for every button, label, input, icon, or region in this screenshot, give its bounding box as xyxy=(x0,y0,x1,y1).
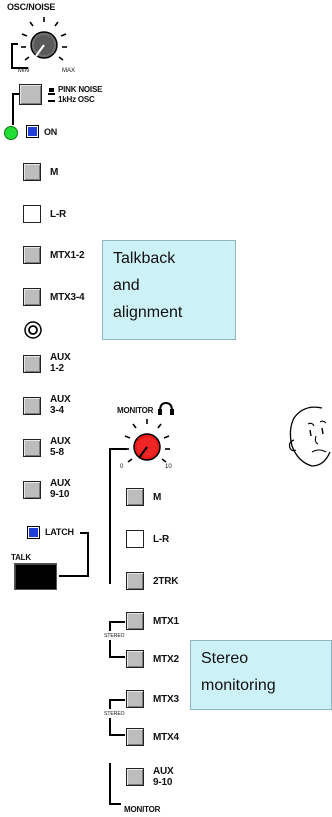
talk-aux1-2-button[interactable] xyxy=(23,355,41,373)
talk-label: TALK xyxy=(11,553,31,562)
monitor-mtx4-button[interactable] xyxy=(126,728,144,746)
talk-aux5-8-label: AUX 5-8 xyxy=(50,436,71,458)
divider-line xyxy=(109,803,121,805)
osc-switch-icon xyxy=(48,100,55,102)
divider-line xyxy=(87,532,89,577)
divider-line xyxy=(12,93,19,95)
divider-line xyxy=(109,699,125,701)
monitor-mtx1-label: MTX1 xyxy=(153,616,179,627)
divider-line xyxy=(109,621,111,631)
talk-mtx3-4-button[interactable] xyxy=(23,288,41,306)
face-doodle-icon xyxy=(288,406,331,467)
divider-line xyxy=(109,656,125,658)
divider-line xyxy=(109,718,111,736)
divider-line xyxy=(109,734,125,736)
monitor-min-label: 0 xyxy=(120,464,124,470)
latch-button[interactable] xyxy=(27,526,40,539)
divider-line xyxy=(109,448,111,584)
monitor-mtx3-label: MTX3 xyxy=(153,694,179,705)
monitor-aux9-10-label: AUX 9-10 xyxy=(153,766,174,788)
osc-1khz-label: 1kHz OSC xyxy=(58,95,95,104)
pink-noise-label: PINK NOISE xyxy=(58,85,103,94)
osc-on-led-indicator xyxy=(4,126,18,140)
talk-mtx3-4-label: MTX3-4 xyxy=(50,292,85,303)
divider-line xyxy=(109,640,111,658)
osc-min-label: MIN xyxy=(18,68,29,74)
talk-mtx1-2-button[interactable] xyxy=(23,246,41,264)
monitor-m-button[interactable] xyxy=(126,488,144,506)
talk-aux3-4-button[interactable] xyxy=(23,397,41,415)
monitor-m-label: M xyxy=(153,492,162,503)
monitor-lr-label: L-R xyxy=(153,534,170,545)
divider-line xyxy=(80,532,89,534)
talk-aux1-2-label: AUX 1-2 xyxy=(50,352,71,374)
monitor-2trk-label: 2TRK xyxy=(153,576,179,587)
osc-on-button[interactable] xyxy=(26,125,39,138)
divider-line xyxy=(59,575,89,577)
talk-m-button[interactable] xyxy=(23,163,41,181)
talk-aux9-10-button[interactable] xyxy=(23,481,41,499)
monitor-mtx1-button[interactable] xyxy=(126,612,144,630)
osc-noise-title: OSC/NOISE xyxy=(7,2,56,12)
monitor-max-label: 10 xyxy=(165,464,172,470)
talk-aux9-10-label: AUX 9-10 xyxy=(50,478,71,500)
monitor-lr-button[interactable] xyxy=(126,530,144,548)
stereo-label-mtx3-4: STEREO xyxy=(104,711,125,717)
pink-noise-osc-select-button[interactable] xyxy=(19,84,42,105)
latch-label: LATCH xyxy=(45,527,74,537)
osc-on-label: ON xyxy=(44,127,58,137)
osc-noise-knob-group xyxy=(11,17,67,69)
divider-line xyxy=(109,699,111,709)
monitor-mtx4-label: MTX4 xyxy=(153,732,179,743)
talk-aux5-8-button[interactable] xyxy=(23,439,41,457)
monitor-title: MONITOR xyxy=(117,406,154,415)
divider-line xyxy=(109,763,111,805)
osc-max-label: MAX xyxy=(62,68,76,74)
monitor-mtx2-button[interactable] xyxy=(126,650,144,668)
monitor-2trk-button[interactable] xyxy=(126,572,144,590)
monitor-level-knob-group xyxy=(124,419,170,463)
talkback-mic-jack-icon[interactable] xyxy=(23,320,43,340)
monitor-footer-label: MONITOR xyxy=(124,805,161,814)
pink-noise-switch-icon xyxy=(48,88,55,95)
talk-m-label: M xyxy=(50,167,59,178)
talkback-note-callout: Talkback and alignment xyxy=(102,240,236,340)
talk-lr-button[interactable] xyxy=(23,205,41,223)
divider-line xyxy=(109,621,125,623)
stereo-monitoring-note-callout: Stereo monitoring xyxy=(190,640,332,710)
monitor-mtx3-button[interactable] xyxy=(126,690,144,708)
stereo-label-mtx1-2: STEREO xyxy=(104,633,125,639)
headphones-icon xyxy=(158,401,174,415)
talk-button[interactable] xyxy=(14,563,57,590)
divider-line xyxy=(12,93,14,125)
monitor-mtx2-label: MTX2 xyxy=(153,654,179,665)
talk-mtx1-2-label: MTX1-2 xyxy=(50,250,85,261)
divider-line xyxy=(109,448,127,450)
talk-aux3-4-label: AUX 3-4 xyxy=(50,394,71,416)
talk-lr-label: L-R xyxy=(50,209,67,220)
monitor-aux9-10-button[interactable] xyxy=(126,768,144,786)
